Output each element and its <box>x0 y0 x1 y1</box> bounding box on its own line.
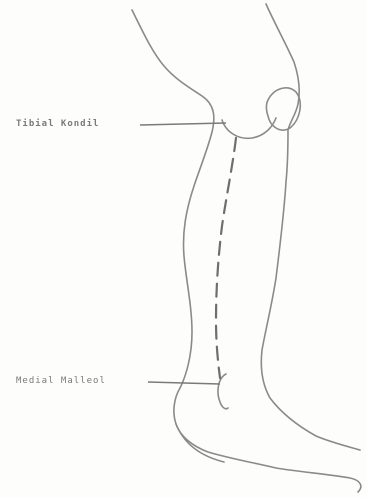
sole-outline <box>176 424 224 462</box>
tibial-condyle-curve <box>222 118 276 138</box>
posterior-leg-outline <box>132 10 361 492</box>
anterior-leg-outline <box>261 4 360 450</box>
medial-malleolus-mark <box>218 374 228 409</box>
medial-malleolus-label: Medial Malleol <box>16 377 106 386</box>
tibia-dashed-line <box>216 138 236 378</box>
tibial-condyle-label: Tibial Kondil <box>16 120 99 129</box>
medial-malleolus-leader <box>148 382 220 384</box>
patella-outline <box>267 88 301 130</box>
